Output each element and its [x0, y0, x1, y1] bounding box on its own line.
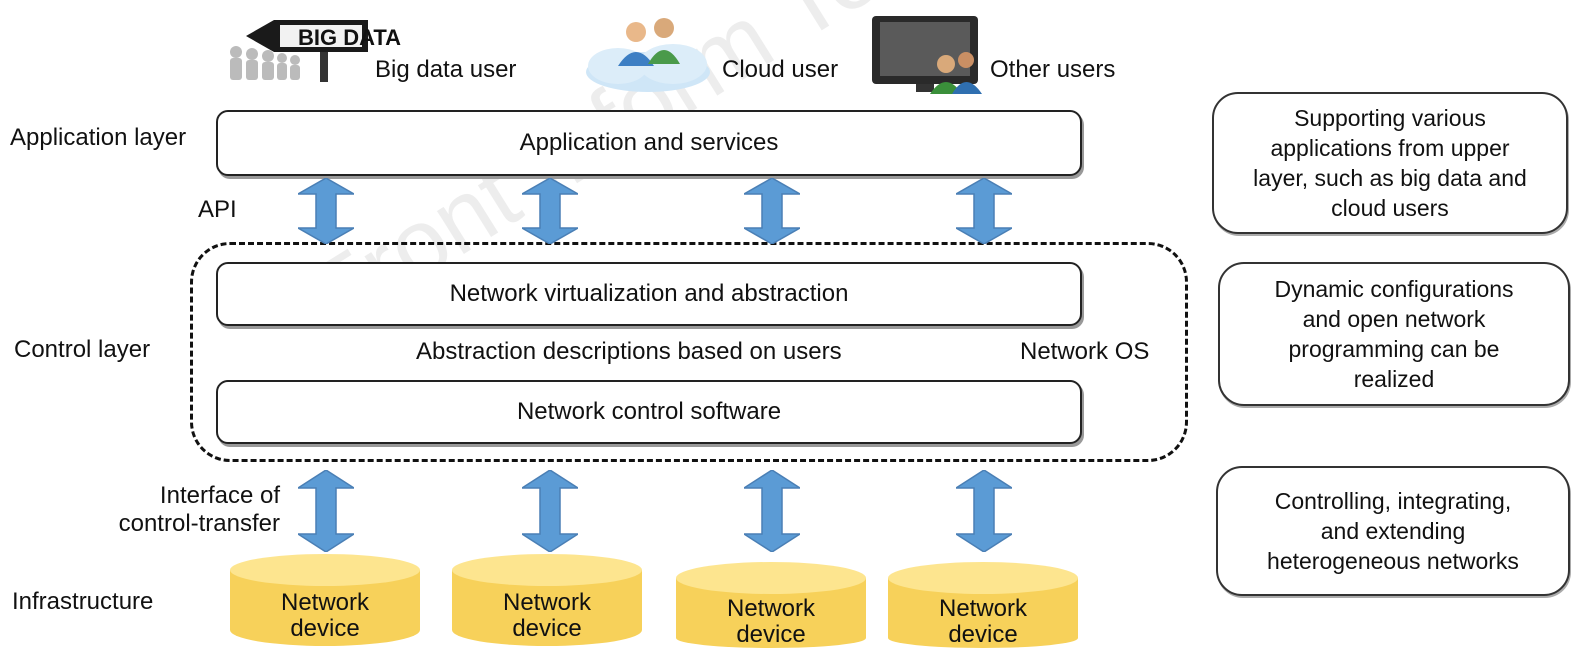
network-device-cylinder-4: [888, 562, 1078, 648]
cloud-user-label: Cloud user: [722, 56, 839, 83]
network-device-label-1: Network device: [280, 589, 370, 642]
api-arrow-1: [298, 178, 354, 244]
big-data-user-label: Big data user: [375, 56, 517, 83]
application-layer-label: Application layer: [10, 124, 187, 151]
api-arrow-4: [956, 178, 1012, 244]
control-layer-label: Control layer: [14, 336, 151, 363]
network-virtualization-box: Network virtualization and abstraction: [216, 262, 1082, 326]
infrastructure-label: Infrastructure: [12, 588, 154, 615]
application-services-label: Application and services: [519, 129, 779, 156]
control-arrow-2: [522, 470, 578, 552]
api-label: API: [198, 196, 237, 223]
abstraction-descriptions-label: Abstraction descriptions based on users: [416, 338, 842, 365]
network-device-cylinder-3: [676, 562, 866, 648]
network-device-label-4: Network device: [938, 595, 1028, 648]
other-users-label: Other users: [990, 56, 1116, 83]
control-arrow-1: [298, 470, 354, 552]
infrastructure-note: Controlling, integrating, and extending …: [1216, 466, 1570, 596]
network-os-label: Network OS: [1020, 338, 1150, 365]
control-note: Dynamic configurations and open network …: [1218, 262, 1570, 406]
network-device-label-2: Network device: [502, 589, 592, 642]
control-arrow-3: [744, 470, 800, 552]
network-device-cylinder-1: [230, 554, 420, 646]
interface-label: Interface of control-transfer: [118, 482, 280, 537]
api-arrow-3: [744, 178, 800, 244]
big-data-sign-text: BIG DATA: [298, 25, 402, 50]
api-arrow-2: [522, 178, 578, 244]
network-os-region: [190, 242, 1188, 462]
application-note: Supporting various applications from upp…: [1212, 92, 1568, 234]
network-control-label: Network control software: [516, 398, 782, 425]
network-device-cylinder-2: [452, 554, 642, 646]
cloud-user-icon: [586, 18, 710, 92]
control-arrow-4: [956, 470, 1012, 552]
application-services-box: Application and services: [216, 110, 1082, 176]
other-users-icon: [872, 16, 982, 94]
network-device-label-3: Network device: [726, 595, 816, 648]
network-control-box: Network control software: [216, 380, 1082, 444]
big-data-user-icon: [230, 20, 368, 82]
network-virtualization-label: Network virtualization and abstraction: [449, 280, 849, 307]
